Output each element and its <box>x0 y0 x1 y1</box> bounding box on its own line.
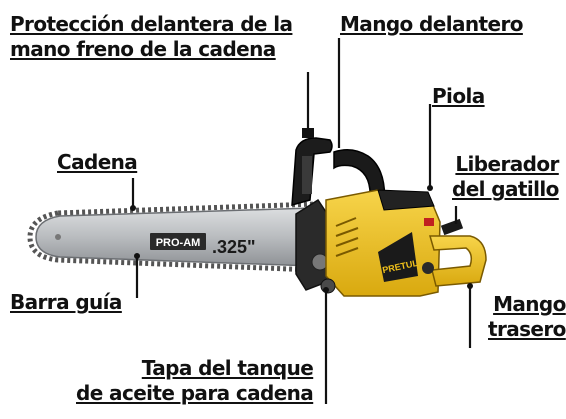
label-rear-handle-line1: Mango <box>493 292 566 316</box>
label-chain-text: Cadena <box>57 150 138 174</box>
label-chain: Cadena <box>57 150 138 175</box>
label-guide-bar: Barra guía <box>10 290 122 315</box>
label-cable-text: Piola <box>432 84 485 108</box>
label-rear-handle-line2: trasero <box>488 317 566 341</box>
saw-chain <box>27 201 319 273</box>
rear-handle <box>429 235 487 287</box>
label-front-handle-text: Mango delantero <box>340 12 523 36</box>
label-trigger-release-line1: Liberador <box>455 152 559 176</box>
label-front-hand-guard-line1: Protección delantera de la <box>10 12 293 36</box>
label-trigger-release-line2: del gatillo <box>452 177 559 201</box>
label-trigger-release: Liberador del gatillo <box>452 152 559 202</box>
label-rear-handle: Mango trasero <box>488 292 566 342</box>
label-front-hand-guard-line2: mano freno de la cadena <box>10 37 276 61</box>
bar-pitch-text: .325" <box>212 237 256 257</box>
label-oil-cap-line1: Tapa del tanque <box>141 356 314 380</box>
label-oil-cap-line2: de aceite para cadena <box>76 381 314 405</box>
label-front-handle: Mango delantero <box>340 12 523 37</box>
label-guide-bar-text: Barra guía <box>10 290 122 314</box>
label-oil-cap: Tapa del tanque de aceite para cadena <box>76 356 314 406</box>
bar-brand-text: PRO-AM <box>156 237 201 249</box>
label-cable: Piola <box>432 84 485 109</box>
trigger-release <box>440 218 464 236</box>
label-front-hand-guard: Protección delantera de la mano freno de… <box>10 12 293 62</box>
